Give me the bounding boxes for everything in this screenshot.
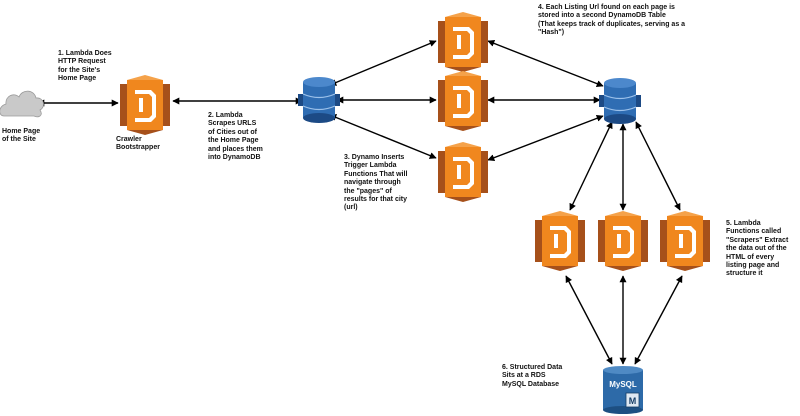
lambda-icon bbox=[438, 71, 488, 131]
mysql-label: MySQL bbox=[609, 380, 637, 389]
arrow-lambda-bottom-dynamodb bbox=[487, 114, 604, 162]
bootstrapper-label: Crawler Bootstrapper bbox=[116, 136, 160, 152]
step-3-note: 3. Dynamo Inserts Trigger Lambda Functio… bbox=[344, 154, 408, 212]
lambda-icon bbox=[660, 211, 710, 271]
lambda-icon bbox=[535, 211, 585, 271]
arrow-dynamodb-scraper-right bbox=[635, 121, 681, 211]
cloud-label: Home Page of the Site bbox=[2, 128, 41, 144]
arrow-dynamodb-lambda-bottom bbox=[329, 114, 437, 159]
cloud-icon bbox=[0, 90, 44, 118]
dynamodb-icon bbox=[298, 77, 340, 123]
step-5-note: 5. Lambda Functions called "Scrapers" Ex… bbox=[726, 220, 789, 278]
arrow-dynamodb-scraper-left bbox=[569, 121, 613, 211]
step-4-note: 4. Each Listing Url found on each page i… bbox=[538, 4, 686, 37]
step-1-note: 1. Lambda Does HTTP Request for the Site… bbox=[58, 50, 112, 83]
lambda-icon bbox=[598, 211, 648, 271]
arrow-scraper-right-mysql bbox=[634, 275, 683, 365]
step-6-note: 6. Structured Data Sits at a RDS MySQL D… bbox=[502, 364, 563, 388]
lambda-icon bbox=[120, 75, 170, 135]
arrow-lambda-top-dynamodb bbox=[487, 40, 604, 87]
step-2-note: 2. Lambda Scrapes URLS of Cities out of … bbox=[208, 112, 263, 162]
arrow-dynamodb-lambda-top bbox=[329, 40, 437, 86]
lambda-icon bbox=[438, 12, 488, 72]
mysql-database-icon: MySQL M bbox=[603, 366, 643, 414]
arrow-scraper-left-mysql bbox=[565, 275, 613, 365]
mysql-m-mark: M bbox=[629, 396, 637, 406]
connectors bbox=[37, 40, 683, 365]
dynamodb-icon bbox=[599, 78, 641, 124]
lambda-icon bbox=[438, 142, 488, 202]
